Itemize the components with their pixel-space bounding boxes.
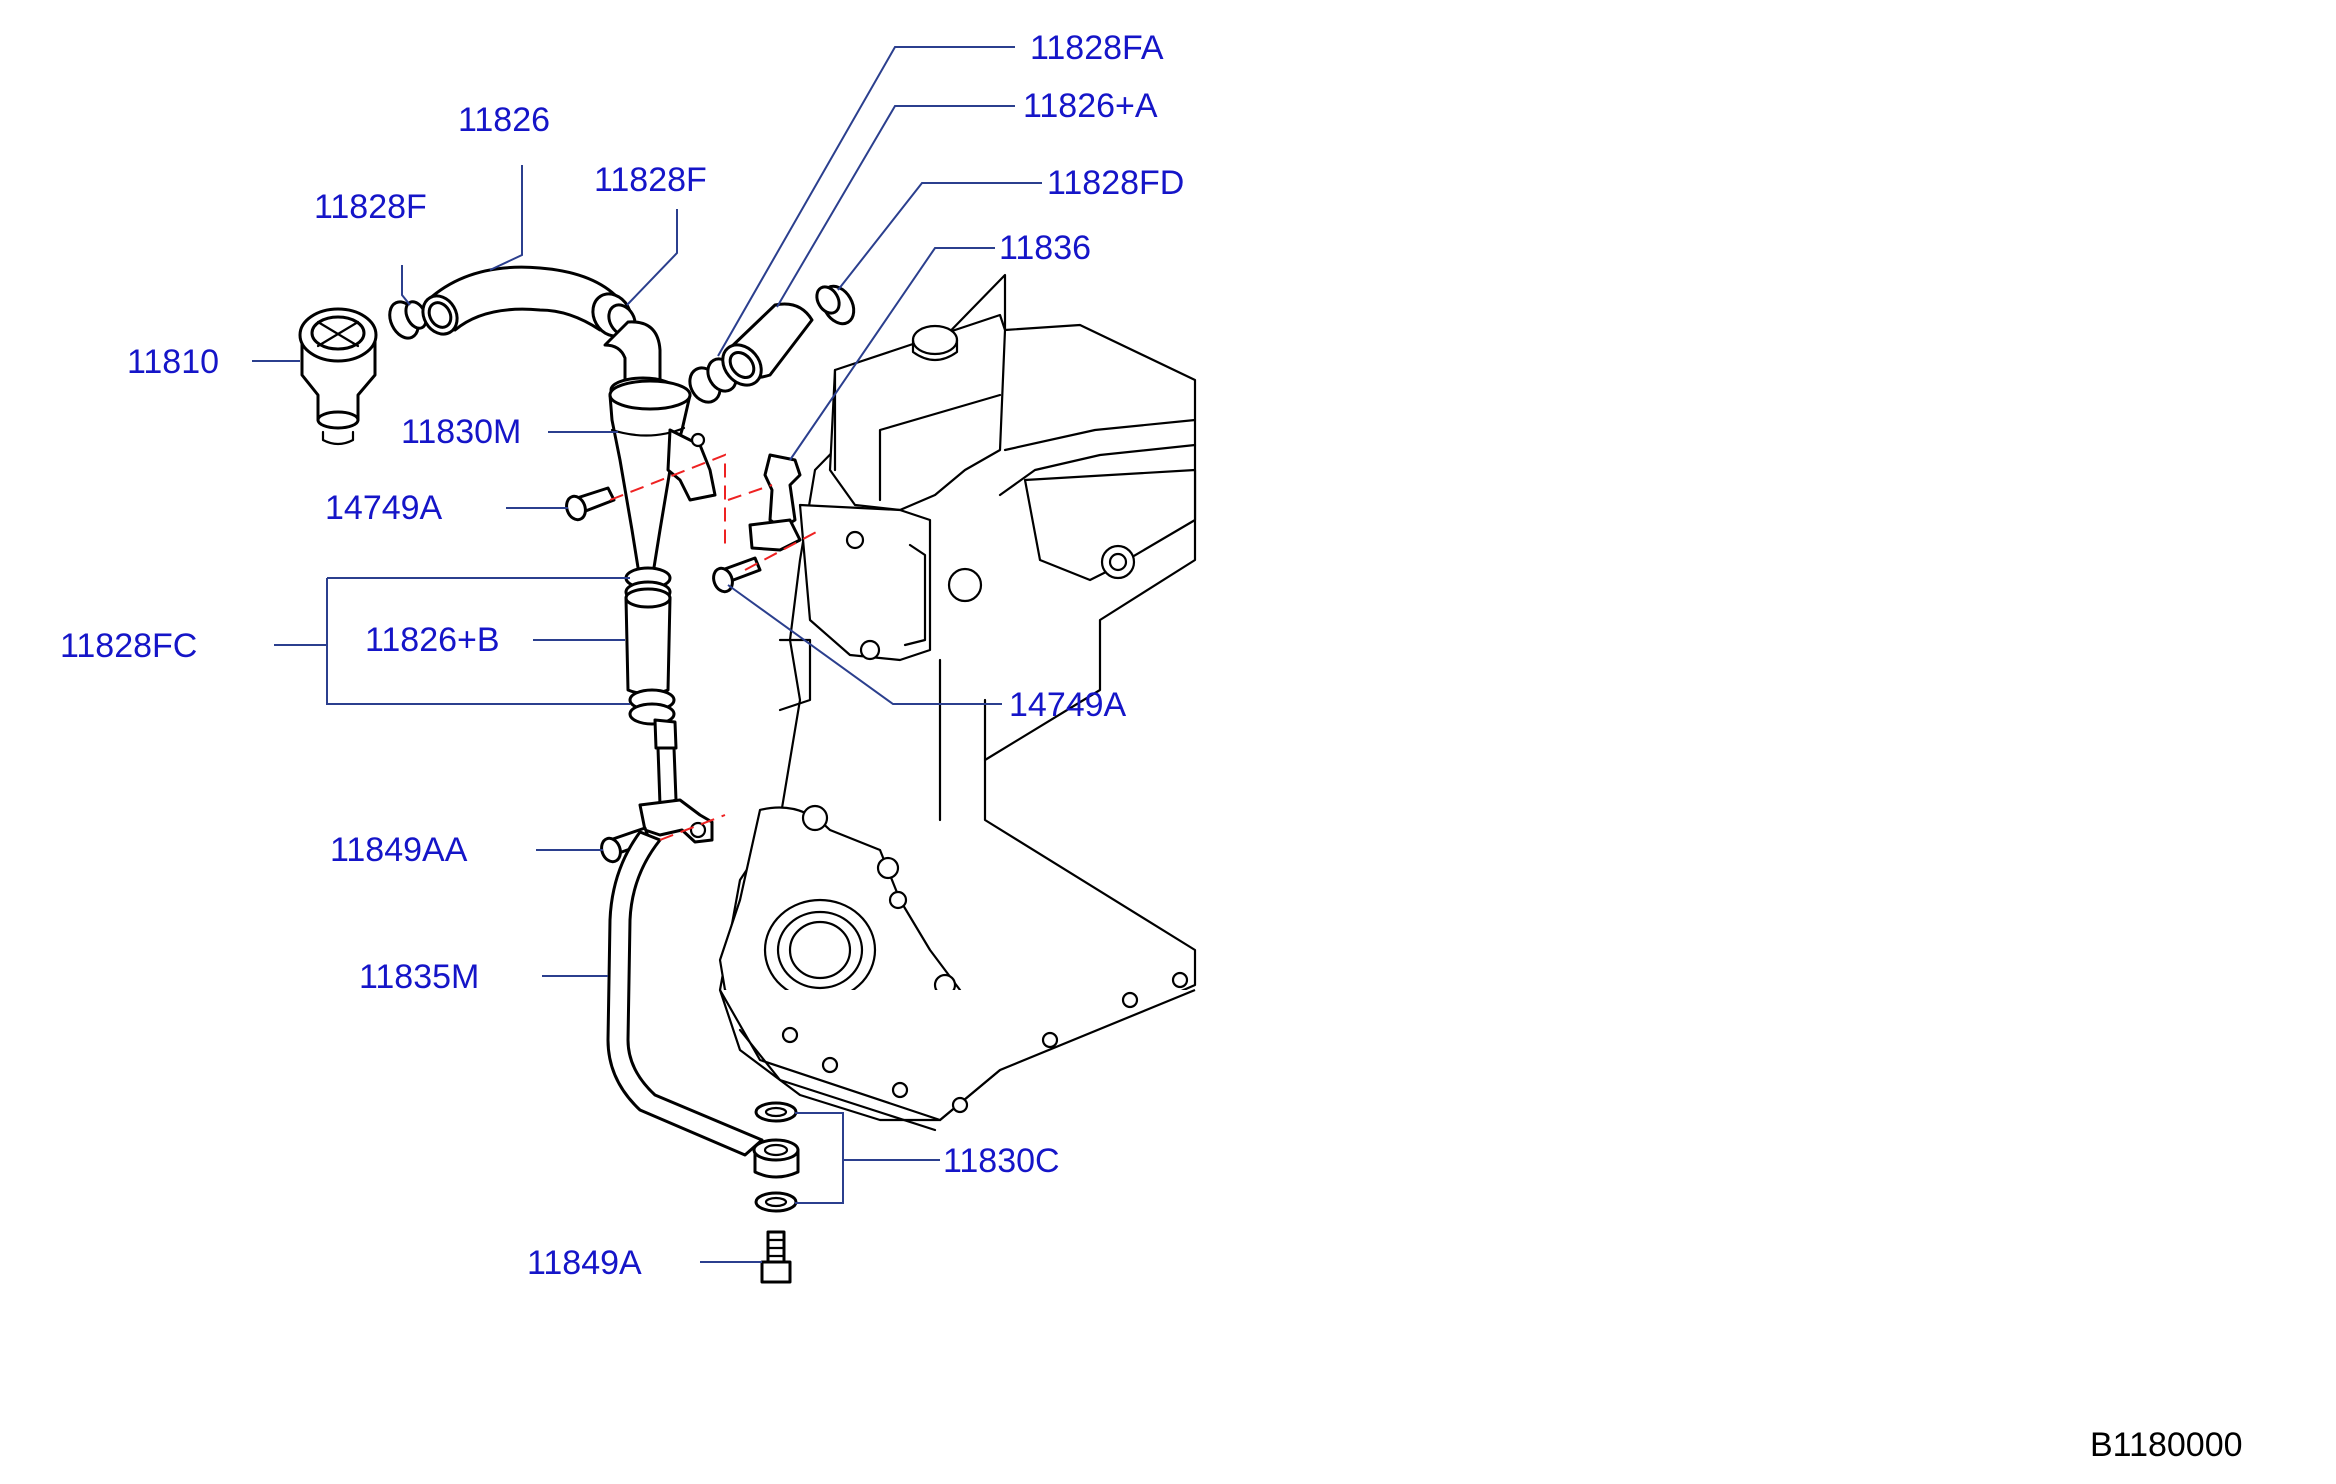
diagram-code: B1180000 [2090, 1426, 2243, 1464]
callout-11828FC: 11828FC [60, 627, 197, 665]
callout-11836: 11836 [999, 229, 1091, 267]
callout-14749A-right: 14749A [1009, 686, 1127, 724]
engine-block [718, 273, 1197, 1132]
assembly-guide-lines [609, 453, 821, 841]
callout-11810: 11810 [127, 343, 219, 381]
pcv-valve-11810 [298, 307, 378, 446]
callout-11828FA: 11828FA [1030, 29, 1164, 67]
leader-lines [252, 46, 1042, 1263]
callout-11828F-left: 11828F [314, 188, 427, 226]
callout-11826-plus-B: 11826+B [365, 621, 500, 659]
bolt-14749A-left [565, 486, 616, 522]
callout-11826: 11826 [458, 101, 550, 139]
callout-11849A: 11849A [527, 1244, 642, 1282]
pcv-parts [298, 265, 856, 1284]
callout-11828F-right: 11828F [594, 161, 707, 199]
callout-11830C: 11830C [943, 1142, 1060, 1180]
callout-11835M: 11835M [359, 958, 479, 996]
callout-11849AA: 11849AA [330, 831, 468, 869]
callout-14749A-left: 14749A [325, 489, 443, 527]
callout-11830M: 11830M [401, 413, 521, 451]
callout-11828FD: 11828FD [1047, 164, 1184, 202]
bolt-14749A-right [712, 556, 762, 594]
callout-11826-plus-A: 11826+A [1023, 87, 1158, 125]
